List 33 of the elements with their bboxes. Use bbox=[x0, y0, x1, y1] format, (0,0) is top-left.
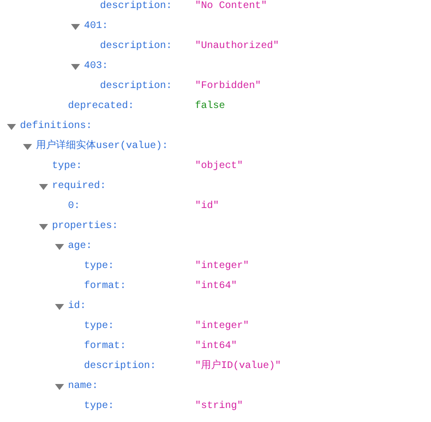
property-key: description: bbox=[100, 40, 172, 54]
property-key: definitions: bbox=[20, 120, 92, 134]
property-key: deprecated: bbox=[68, 100, 134, 114]
string-value: "No Content" bbox=[195, 0, 268, 14]
property-key: id: bbox=[68, 300, 86, 314]
property-key: format: bbox=[84, 340, 126, 354]
string-value: "int64" bbox=[195, 340, 238, 354]
property-key: format: bbox=[84, 280, 126, 294]
property-key: 用户详细实体user(value): bbox=[36, 140, 168, 154]
property-key: 403: bbox=[84, 60, 108, 74]
property-key: type: bbox=[52, 160, 82, 174]
property-key: name: bbox=[68, 380, 98, 394]
property-key: 0: bbox=[68, 200, 80, 214]
property-key: type: bbox=[84, 260, 114, 274]
property-key: description: bbox=[84, 360, 156, 374]
string-value: "string" bbox=[195, 400, 244, 414]
string-value: "用户ID(value)" bbox=[195, 360, 282, 374]
property-key: type: bbox=[84, 400, 114, 414]
string-value: "Forbidden" bbox=[195, 80, 262, 94]
property-key: required: bbox=[52, 180, 106, 194]
string-value: "integer" bbox=[195, 260, 250, 274]
property-key: description: bbox=[100, 0, 172, 14]
string-value: "Unauthorized" bbox=[195, 40, 280, 54]
boolean-value: false bbox=[195, 100, 226, 114]
property-key: age: bbox=[68, 240, 92, 254]
string-value: "int64" bbox=[195, 280, 238, 294]
string-value: "integer" bbox=[195, 320, 250, 334]
property-key: properties: bbox=[52, 220, 118, 234]
property-key: type: bbox=[84, 320, 114, 334]
string-value: "object" bbox=[195, 160, 244, 174]
string-value: "id" bbox=[195, 200, 220, 214]
property-key: description: bbox=[100, 80, 172, 94]
property-key: 401: bbox=[84, 20, 108, 34]
